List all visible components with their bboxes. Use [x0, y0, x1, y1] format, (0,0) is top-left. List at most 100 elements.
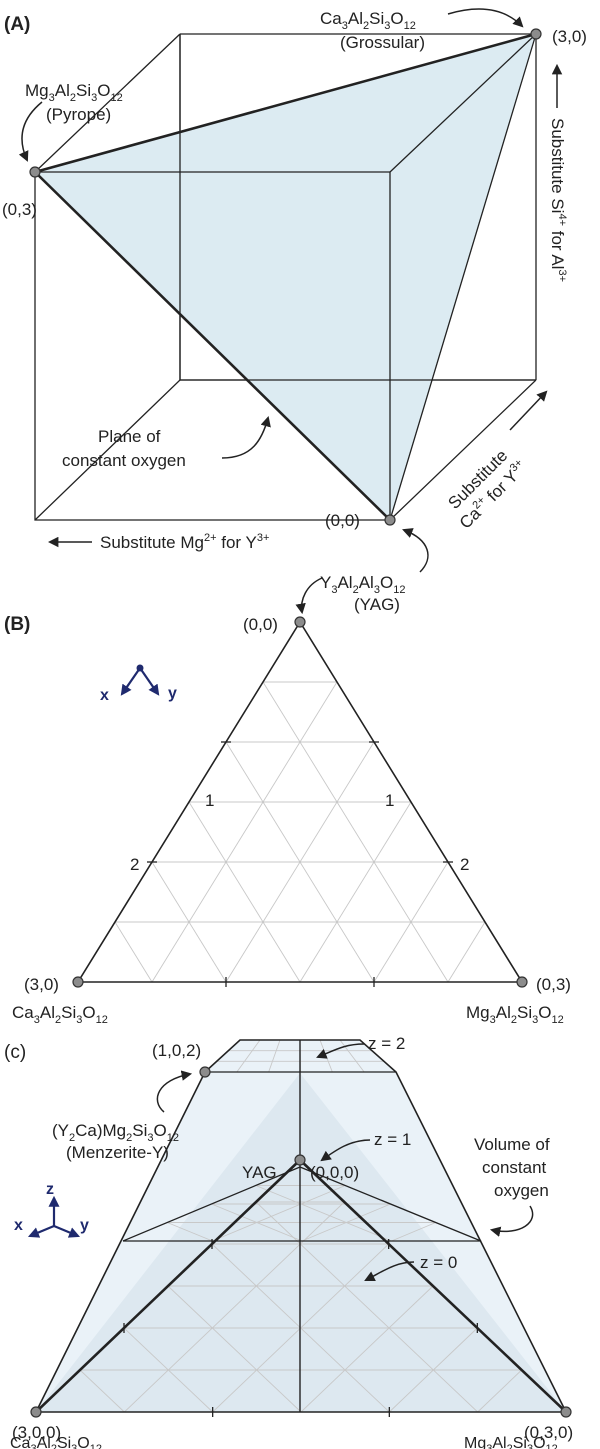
- slice-grid-line: [268, 1039, 281, 1073]
- grid-line: [114, 921, 153, 983]
- edge-c-left: [35, 1159, 301, 1413]
- yag-pointer-arrow-a: [402, 528, 429, 573]
- edge-c-right: [299, 1159, 567, 1413]
- vertex-yag: [384, 514, 396, 526]
- label-z0: z = 0: [420, 1253, 457, 1272]
- grid-line: [262, 681, 449, 983]
- slice-grid-line: [124, 1201, 345, 1413]
- yag-formula: Y3Al2Al3O12: [320, 573, 405, 596]
- grid-line: [151, 681, 338, 983]
- tick-label-left-1: 1: [205, 791, 214, 810]
- constant-oxygen-plane: [35, 34, 536, 520]
- slice-grid-line: [391, 1222, 436, 1242]
- slice-grid-line: [167, 1285, 302, 1413]
- c-axis-y: y: [80, 1217, 89, 1234]
- grid-line: [225, 741, 375, 983]
- plane-label-line2: constant oxygen: [62, 451, 186, 470]
- grid-line: [299, 801, 412, 983]
- yag-name: (YAG): [354, 595, 400, 614]
- b-axis-x: x: [100, 687, 109, 704]
- label-z1: z = 1: [374, 1130, 411, 1149]
- grossular-pointer-arrow: [447, 8, 524, 28]
- formula-menzerite: (Y2Ca)Mg2Si3O12: [52, 1121, 179, 1144]
- vertex-b-right: [516, 976, 528, 988]
- axis-ca-group: Substitute Ca2+ for Y3+: [444, 446, 525, 533]
- formula-c-left: Ca3Al2Si3O12: [10, 1435, 102, 1449]
- pyrope-formula: Mg3Al2Si3O12: [25, 81, 123, 104]
- slice-grid-line: [339, 1039, 365, 1073]
- panel-a-letter: (A): [4, 14, 30, 35]
- slice-grid-line: [79, 1369, 125, 1413]
- menzerite-pointer-arrow: [156, 1070, 193, 1113]
- formula-b-left: Ca3Al2Si3O12: [12, 1003, 108, 1026]
- c-ticks: [123, 1239, 478, 1417]
- volume-label-line1: Volume of: [474, 1135, 550, 1154]
- edge-pyrope-yag: [34, 171, 391, 521]
- volume-pointer-arrow: [489, 1205, 534, 1237]
- axis-ca-arrow: [509, 390, 548, 431]
- grossular-formula: Ca3Al2Si3O12: [320, 9, 416, 32]
- axis-mg-label: Substitute Mg2+ for Y3+: [100, 532, 269, 552]
- vertex-b-top: [294, 616, 306, 628]
- grid-line: [447, 921, 486, 983]
- formula-c-right: Mg3Al2Si3O12: [464, 1435, 558, 1449]
- panel-b: (B) (0,0) (3,0) (0,3) 1 2 1 2 Ca3Al2Si3O…: [4, 614, 571, 1026]
- tick-label-right-1: 1: [385, 791, 394, 810]
- vertex-c-origin: [294, 1154, 306, 1166]
- edge-grossular-yag: [389, 33, 537, 521]
- panel-c-letter: (c): [4, 1042, 26, 1063]
- ternary-grid: [114, 681, 486, 983]
- volume-label-line3: oxygen: [494, 1181, 549, 1200]
- formula-b-right: Mg3Al2Si3O12: [466, 1003, 564, 1026]
- axis-si-group: Substitute Si4+ for Al3+: [548, 118, 568, 282]
- vertex-b-left: [72, 976, 84, 988]
- b-axis-glyph: x y: [100, 664, 177, 704]
- vertex-c-left: [30, 1406, 42, 1418]
- z0-plane: [36, 1073, 566, 1412]
- c-axis-glyph: z x y: [14, 1181, 89, 1238]
- z2-pointer-arrow: [316, 1043, 365, 1059]
- coord-pyrope: (0,3): [2, 200, 37, 219]
- coord-c-left: (3,0,0): [12, 1423, 61, 1442]
- grid-line: [188, 801, 301, 983]
- slice-grid-line: [212, 1185, 346, 1242]
- ternary-ticks: [147, 741, 453, 987]
- z1-pointer-arrow: [320, 1139, 371, 1162]
- panel-a: (A) (0,3) (3,0) (0,0): [2, 8, 587, 615]
- c-axis-z: z: [46, 1181, 54, 1198]
- edge-pyrope-grossular: [34, 32, 537, 174]
- vertex-grossular: [530, 28, 542, 40]
- slice-grid-line: [167, 1222, 213, 1242]
- coord-c-origin: (0,0,0): [310, 1163, 359, 1182]
- slice-grid-line: [300, 1285, 434, 1413]
- coord-c-right: (0,3,0): [524, 1423, 573, 1442]
- coord-yag: (0,0): [325, 511, 360, 530]
- coord-b-left: (3,0): [24, 975, 59, 994]
- coord-menzerite: (1,0,2): [152, 1041, 201, 1060]
- yag-c-label: YAG: [242, 1163, 277, 1182]
- pyrope-pointer-arrow: [18, 101, 43, 162]
- menzerite-name: (Menzerite-Y): [66, 1143, 169, 1162]
- yag-pointer-arrow-b: [295, 577, 323, 615]
- plane-pointer-arrow: [221, 415, 271, 459]
- coord-b-right: (0,3): [536, 975, 571, 994]
- c-axis-x: x: [14, 1217, 23, 1234]
- tick-label-left-2: 2: [130, 855, 139, 874]
- vertex-c-right: [560, 1406, 572, 1418]
- b-axis-y: y: [168, 685, 177, 702]
- grossular-name: (Grossular): [340, 33, 425, 52]
- coord-b-top: (0,0): [243, 615, 278, 634]
- coord-grossular: (3,0): [552, 27, 587, 46]
- tick-label-right-2: 2: [460, 855, 469, 874]
- vertex-pyrope: [29, 166, 41, 178]
- panel-c: (c) (1,0,2) (Y2Ca)Mg2Si3O12 (Menzerite-Y…: [4, 1034, 573, 1449]
- ternary-outline: [76, 620, 524, 983]
- label-z2: z = 2: [368, 1034, 405, 1053]
- slice-grid-line: [255, 1185, 392, 1242]
- slice-grid-line: [236, 1039, 261, 1073]
- axis-si-label: Substitute Si4+ for Al3+: [548, 118, 568, 282]
- z0-pointer-arrow: [364, 1261, 415, 1281]
- slice-grid-line: [477, 1369, 522, 1413]
- volume-label-line2: constant: [482, 1158, 547, 1177]
